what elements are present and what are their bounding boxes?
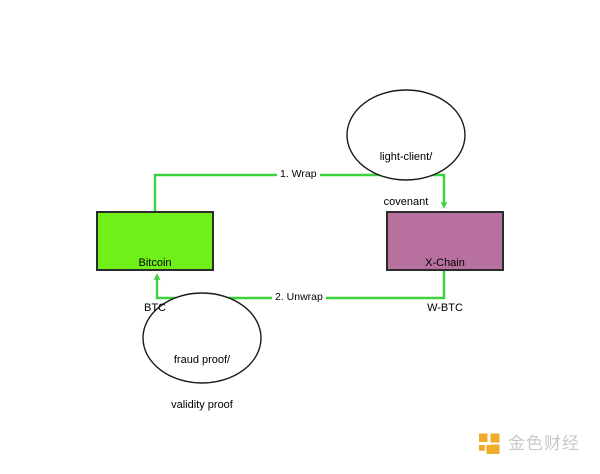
edge-wrap-label: 1. Wrap [277,168,320,181]
node-light-client[interactable] [346,89,466,181]
node-fraud-proof[interactable] [142,292,262,384]
watermark-text: 金色财经 [508,434,580,454]
edge-unwrap-label: 2. Unwrap [272,291,326,304]
node-xchain[interactable] [386,211,504,271]
node-bitcoin[interactable] [96,211,214,271]
watermark: 金色财经 [478,432,580,456]
jinse-logo-icon [479,433,500,454]
